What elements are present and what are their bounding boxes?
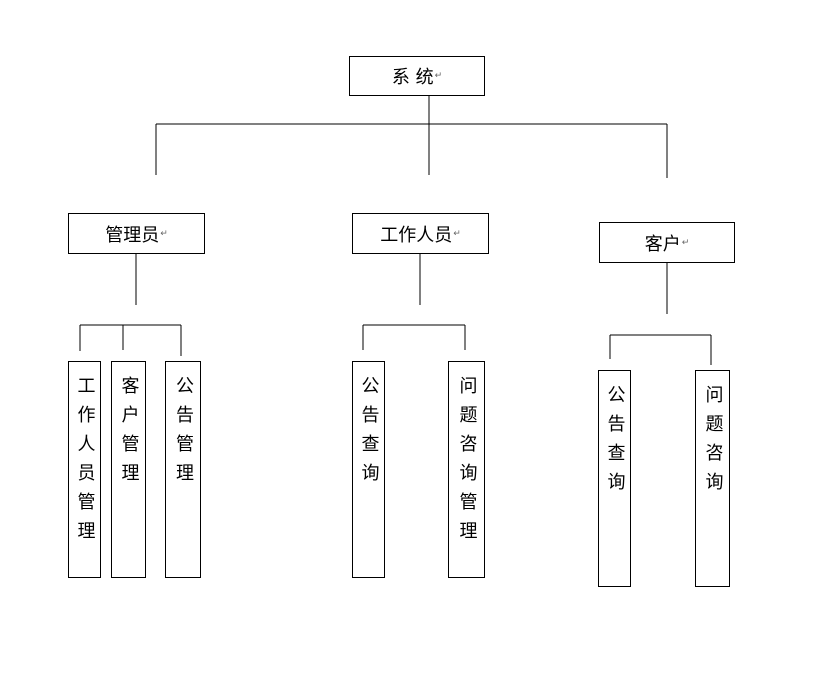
function-node-notice-management: 公告管理 bbox=[165, 361, 201, 578]
role-node-admin: 管理员↵ bbox=[68, 213, 205, 254]
return-mark-icon: ↵ bbox=[681, 237, 690, 248]
role-label: 客户 bbox=[644, 233, 681, 255]
function-node-notice-query: 公告查询 bbox=[352, 361, 385, 578]
function-label: 公告管理 bbox=[173, 376, 194, 492]
function-node-inquiry: 问题咨询 bbox=[695, 370, 730, 587]
function-label: 客户管理 bbox=[118, 376, 140, 492]
function-node-inquiry-management: 问题咨询管理 bbox=[448, 361, 485, 578]
function-node-staff-management: 工作人员管理 bbox=[68, 361, 101, 578]
function-label: 公告查询 bbox=[604, 385, 626, 501]
function-node-notice-query: 公告查询 bbox=[598, 370, 631, 587]
root-node: 系 统↵ bbox=[349, 56, 485, 96]
root-label: 系 统 bbox=[391, 67, 434, 88]
return-mark-icon: ↵ bbox=[160, 228, 168, 239]
return-mark-icon: ↵ bbox=[453, 228, 461, 239]
function-label: 问题咨询管理 bbox=[456, 376, 478, 550]
function-label: 问题咨询 bbox=[702, 385, 724, 501]
role-node-staff: 工作人员↵ bbox=[352, 213, 489, 254]
function-label: 工作人员管理 bbox=[74, 376, 96, 550]
return-mark-icon: ↵ bbox=[434, 71, 443, 81]
role-label: 工作人员 bbox=[380, 224, 453, 246]
role-label: 管理员 bbox=[105, 224, 160, 246]
function-node-customer-management: 客户管理 bbox=[111, 361, 146, 578]
function-label: 公告查询 bbox=[358, 376, 380, 492]
role-node-customer: 客户↵ bbox=[599, 222, 735, 263]
